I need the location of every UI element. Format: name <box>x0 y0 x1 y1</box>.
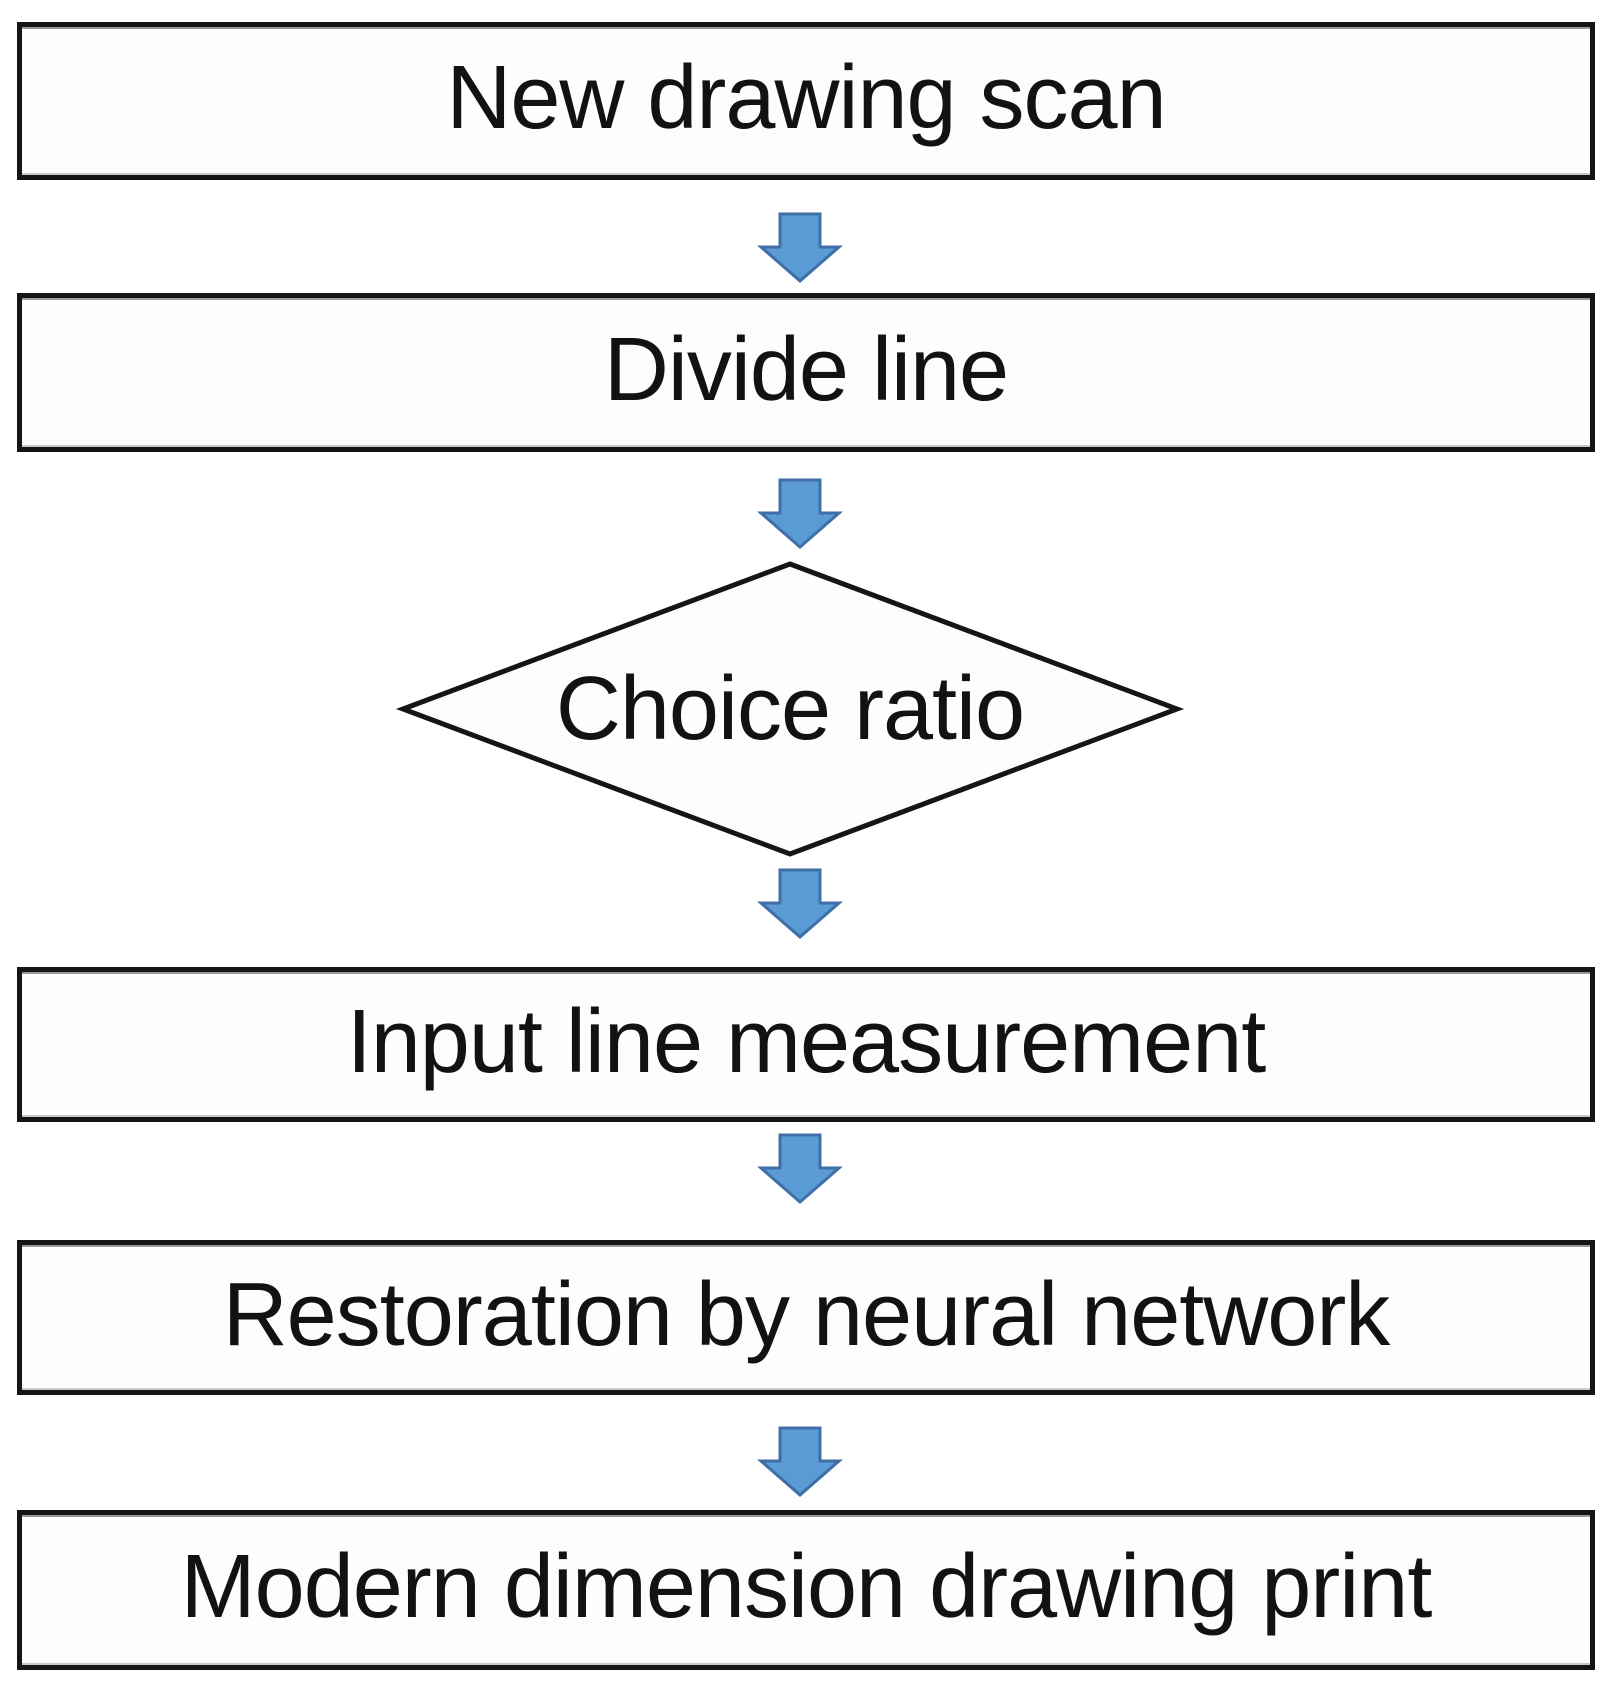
step-label: New drawing scan <box>446 48 1166 148</box>
step-box-restoration-by-neural-network: Restoration by neural network <box>17 1240 1595 1395</box>
step-box-input-line-measurement: Input line measurement <box>17 967 1595 1122</box>
step-label: Divide line <box>603 319 1009 420</box>
diamond-outline <box>395 561 1185 857</box>
down-arrow-icon <box>756 868 844 939</box>
down-arrow-icon <box>756 212 844 283</box>
down-arrow-icon <box>756 1133 844 1204</box>
down-arrow-shape <box>756 1133 844 1204</box>
down-arrow-icon <box>756 478 844 549</box>
down-arrow-shape <box>756 478 844 549</box>
step-box-new-drawing-scan: New drawing scan <box>17 22 1595 180</box>
down-arrow-icon <box>756 1426 844 1497</box>
step-label: Restoration by neural network <box>222 1264 1391 1365</box>
decision-diamond-choice-ratio: Choice ratio <box>395 556 1185 862</box>
step-label: Input line measurement <box>346 991 1267 1092</box>
step-label: Modern dimension drawing print <box>180 1537 1433 1637</box>
step-label: Choice ratio <box>555 659 1025 759</box>
down-arrow-shape <box>756 1426 844 1497</box>
diamond-shape <box>395 561 1185 857</box>
down-arrow-shape <box>756 868 844 939</box>
step-box-modern-dimension-drawing-print: Modern dimension drawing print <box>17 1510 1595 1670</box>
down-arrow-shape <box>756 212 844 283</box>
step-box-divide-line: Divide line <box>17 293 1595 452</box>
